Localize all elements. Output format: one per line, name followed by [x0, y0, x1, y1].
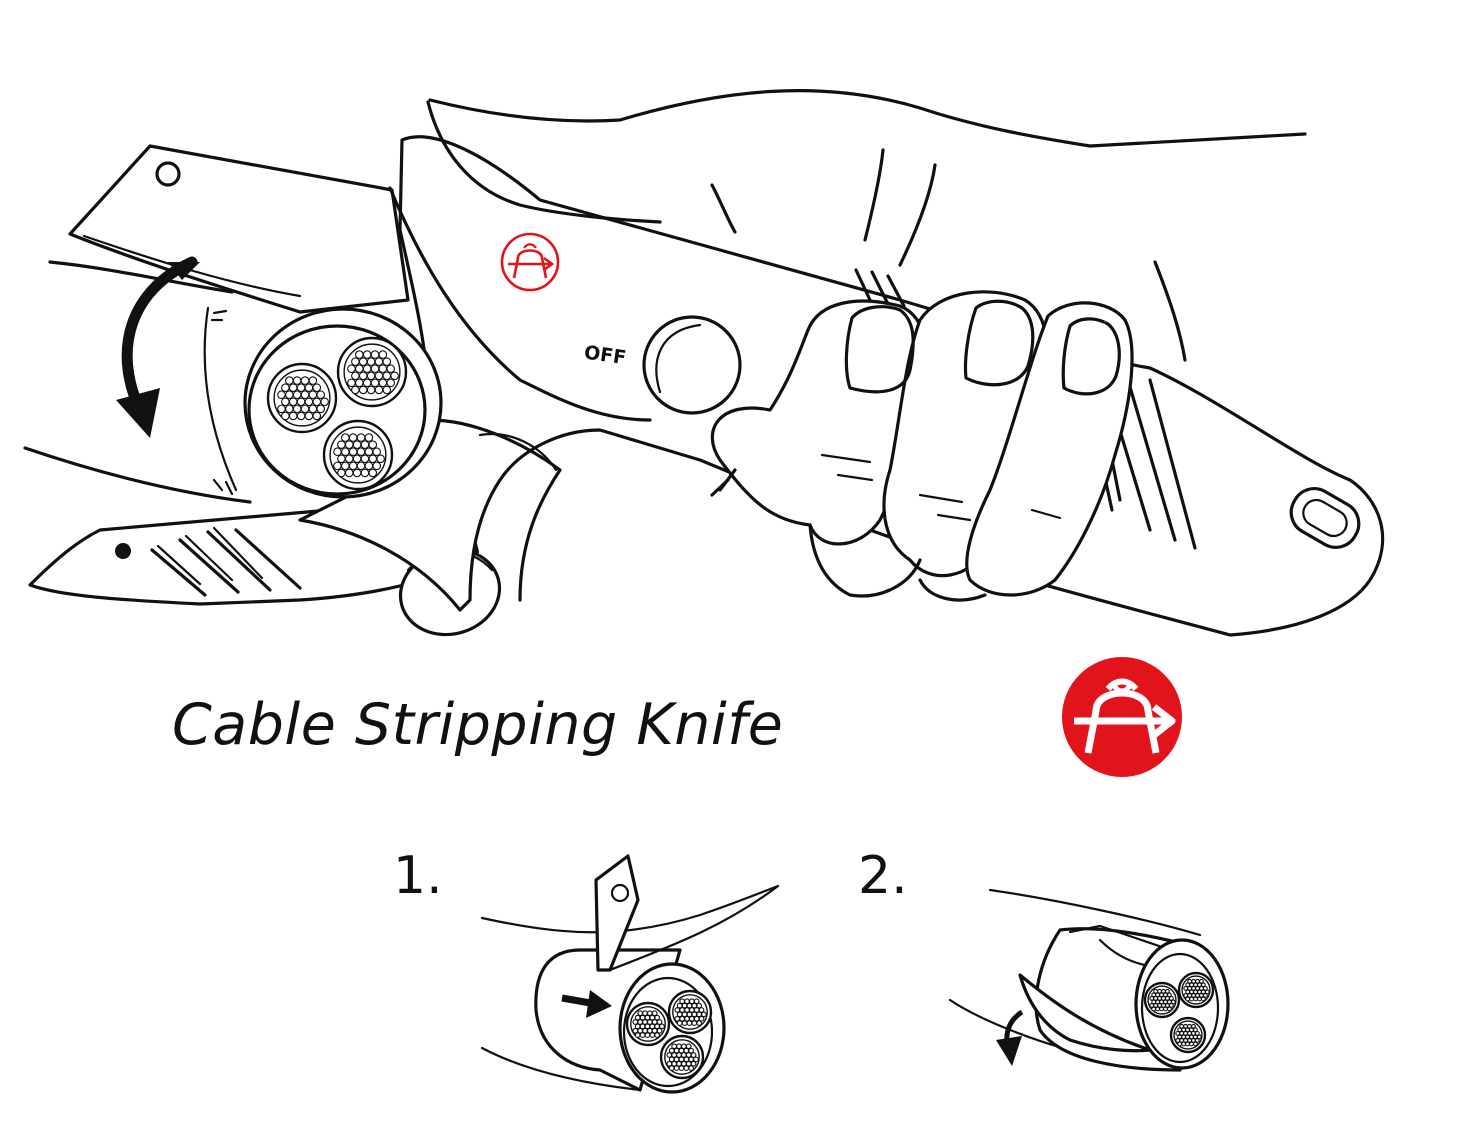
wire-bundle [336, 336, 408, 408]
cable [23, 260, 252, 504]
right-arrow-icon [561, 990, 612, 1018]
wire-bundle [625, 1001, 671, 1047]
hand [426, 89, 1307, 602]
blade [68, 144, 410, 314]
wire-bundle [659, 1034, 705, 1080]
cable-knife-logo-icon [1062, 657, 1182, 777]
curved-arrow-icon [116, 256, 200, 438]
wire-bundle [1169, 1016, 1207, 1054]
product-title: Cable Stripping Knife [172, 692, 784, 758]
wire-bundle [667, 989, 713, 1035]
wire-bundle [1177, 971, 1215, 1009]
step-1-number: 1. [393, 846, 443, 906]
step-2-number: 2. [858, 846, 908, 906]
step1-diagram [480, 854, 780, 1094]
handle-logo-icon [500, 232, 560, 292]
wire-bundle [266, 362, 338, 434]
wire-bundle [322, 419, 394, 491]
curved-down-arrow-icon [996, 1009, 1024, 1066]
cable-cross-section [243, 307, 443, 499]
wire-bundle [1143, 981, 1181, 1019]
main-illustration: OFF [23, 89, 1385, 637]
step2-diagram [948, 888, 1230, 1072]
off-switch: OFF [583, 315, 742, 415]
